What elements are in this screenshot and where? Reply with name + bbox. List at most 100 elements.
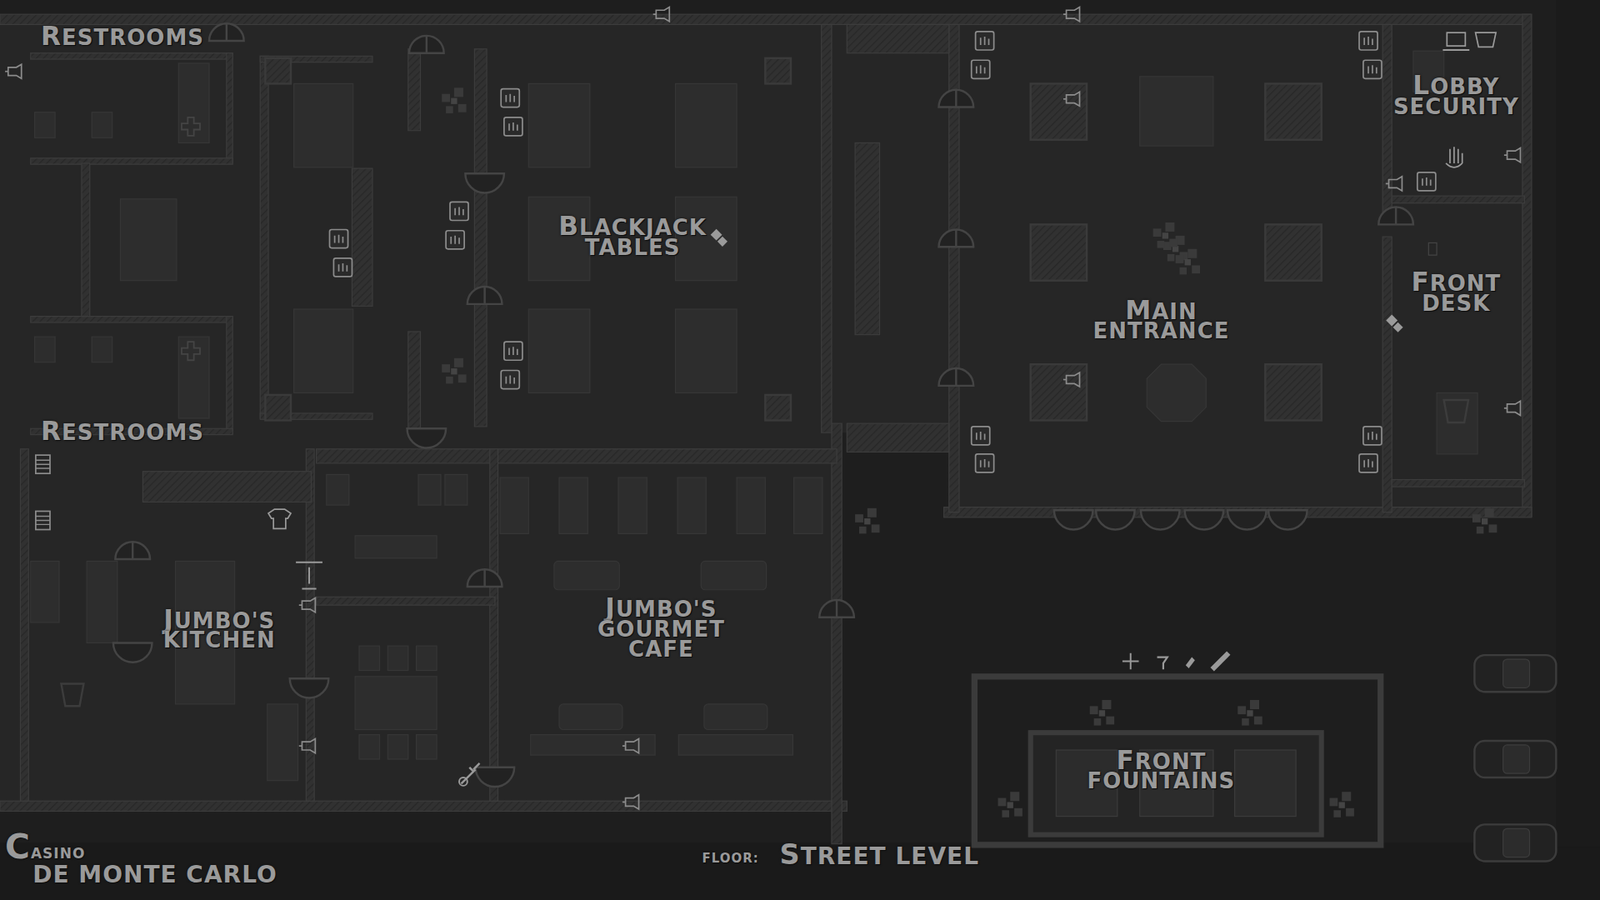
map-icons-part	[181, 341, 200, 360]
walls-part	[81, 163, 90, 317]
plants-part	[1330, 791, 1355, 818]
walls-part	[490, 449, 499, 801]
walls-part	[316, 596, 495, 605]
pillars	[265, 58, 1321, 421]
furniture-part	[86, 560, 118, 643]
map-icons-part	[450, 201, 469, 220]
room-label: MAIN ENTRANCE	[1077, 298, 1245, 343]
map-icons-part	[1063, 7, 1080, 22]
doors-part	[467, 286, 503, 305]
walls-part	[0, 800, 847, 811]
map-icons-part	[1445, 146, 1463, 167]
doors-part	[939, 90, 975, 108]
floor-area-part	[0, 24, 837, 805]
doors-part	[939, 368, 975, 386]
room-label: FRONT DESK	[1393, 270, 1519, 315]
furniture-part	[618, 477, 647, 534]
walls-part	[846, 423, 949, 452]
furniture-part	[359, 735, 380, 760]
doors-part	[1227, 510, 1267, 530]
room-label: RESTROOMS	[40, 24, 205, 49]
walls-part	[30, 158, 233, 165]
map-icons-part	[1428, 242, 1437, 255]
plants-part	[1472, 508, 1497, 535]
map-title: CASINO	[5, 830, 85, 865]
map-icons-part	[5, 64, 22, 79]
map-subtitle: DE MONTE CARLO	[32, 864, 278, 886]
furniture-part	[418, 474, 441, 505]
furniture-part	[91, 112, 112, 139]
fountain-part	[1030, 732, 1322, 835]
map-icons-part	[333, 258, 352, 277]
walls-part	[1382, 236, 1392, 513]
walls-part	[408, 49, 421, 131]
map-icons-part	[1504, 148, 1521, 163]
furniture-part	[678, 735, 793, 755]
map-icons-part	[975, 31, 995, 50]
pillars-part	[1030, 224, 1087, 280]
walls-part	[821, 24, 832, 433]
furniture-part	[794, 477, 823, 534]
plants-part	[1175, 249, 1200, 275]
walls-part	[1391, 195, 1525, 204]
map-icons-part	[1444, 400, 1469, 423]
furniture-part	[178, 63, 210, 144]
furniture-part	[559, 477, 588, 534]
pillars-part	[1265, 224, 1321, 280]
map-icons-part	[500, 89, 520, 108]
map-icons-part	[1363, 426, 1382, 445]
map-icons-part	[35, 510, 50, 530]
map-icons-part	[971, 426, 990, 445]
furniture-part	[30, 560, 60, 622]
doors-part	[939, 230, 975, 248]
map-icons-part	[1475, 32, 1496, 47]
map-icons-part	[622, 795, 640, 810]
room-label: JUMBO'S GOURMET CAFE	[581, 595, 740, 660]
map-icons-part	[1122, 653, 1140, 670]
furniture-part	[700, 560, 766, 590]
floor-area	[0, 24, 1526, 805]
fountain	[974, 676, 1380, 845]
fountain-part	[974, 676, 1380, 845]
walls-part	[1382, 24, 1392, 219]
doors	[113, 23, 1414, 787]
pillars-part	[265, 395, 291, 421]
doors-part	[1185, 510, 1225, 530]
floor-name: STREET LEVEL	[780, 842, 980, 869]
doors-part	[409, 35, 445, 54]
walls-part	[846, 24, 949, 53]
floor-area-part	[831, 24, 955, 433]
plants-part	[1090, 700, 1115, 726]
furniture-part	[355, 676, 437, 730]
walls-part	[474, 49, 487, 427]
walls-part	[408, 331, 421, 429]
map-icons-part	[459, 777, 468, 786]
pillars-part	[265, 58, 291, 85]
room-label: BLACKJACK TABLES	[532, 214, 733, 259]
map-icons-part	[299, 598, 316, 613]
walls-part	[226, 316, 233, 435]
furniture-part	[387, 735, 408, 760]
map-icons-part	[504, 341, 523, 360]
furniture-part	[1140, 76, 1214, 146]
furniture-part	[530, 735, 655, 755]
furniture-part	[294, 83, 354, 167]
walls-part	[316, 449, 837, 464]
map-icons-part	[1359, 454, 1378, 473]
walls-part	[831, 423, 842, 844]
doors-part	[475, 767, 515, 787]
map-icons-part	[330, 230, 349, 249]
walls-part	[855, 142, 880, 335]
map-icons-part	[299, 739, 316, 754]
map-icons-part	[975, 454, 995, 473]
doors-part	[1140, 510, 1180, 530]
furniture-part	[675, 83, 737, 167]
map-icons-part	[1359, 31, 1378, 50]
furniture	[30, 50, 1478, 781]
cars-part	[1474, 824, 1556, 861]
map-icons-part	[504, 117, 523, 136]
room-label: LOBBY SECURITY	[1376, 73, 1535, 118]
map-icons-part	[1385, 315, 1403, 333]
walls-part	[260, 55, 269, 419]
walls-part	[351, 168, 372, 306]
